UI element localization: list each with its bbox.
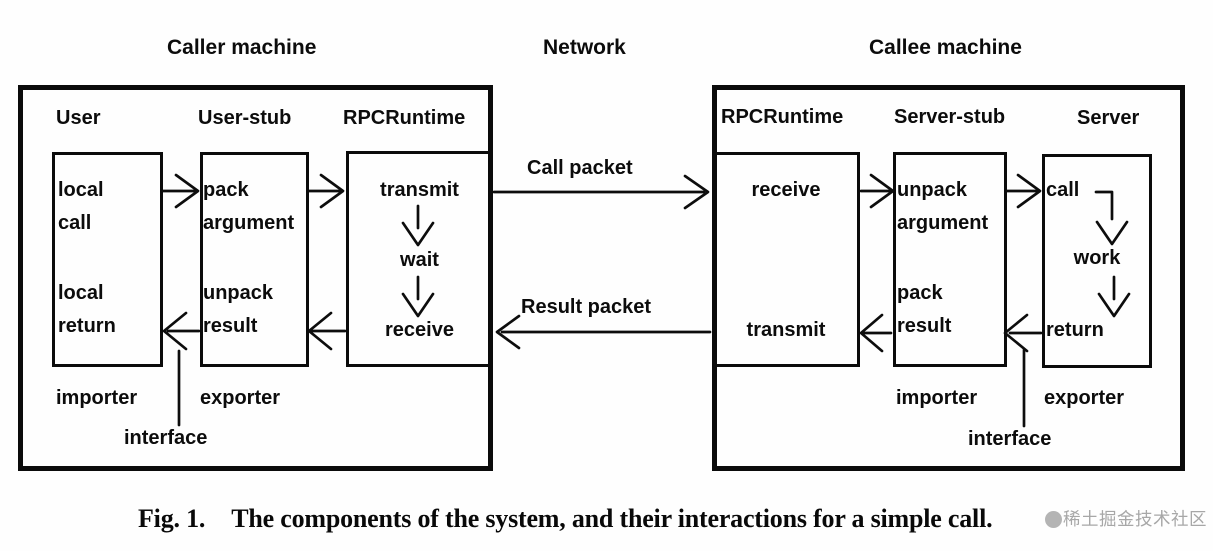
- caller-importer-label: importer: [56, 387, 138, 409]
- watermark-logo-icon: [1045, 511, 1062, 528]
- callee-machine-label: Callee machine: [869, 36, 1022, 59]
- figure-caption: Fig. 1. The components of the system, and…: [138, 504, 993, 534]
- pack-result-text: pack result: [897, 282, 952, 337]
- wait-text: wait: [400, 249, 439, 271]
- call-text: call: [1046, 179, 1080, 201]
- local-return-text: local return: [58, 282, 116, 337]
- callee-header-server-stub: Server-stub: [894, 106, 1006, 128]
- user-stub-box: [200, 152, 309, 367]
- caller-interface-label: interface: [124, 427, 208, 449]
- caller-exporter-label: exporter: [200, 387, 281, 409]
- pack-argument-text: pack argument: [203, 179, 295, 234]
- caller-rpcruntime-box: [346, 151, 493, 367]
- caller-header-rpcruntime: RPCRuntime: [343, 107, 466, 129]
- callee-receive-text: receive: [751, 179, 821, 201]
- caller-machine-label: Caller machine: [167, 36, 317, 59]
- figure-caption-text: The components of the system, and their …: [231, 504, 993, 533]
- callee-header-rpcruntime: RPCRuntime: [721, 106, 844, 128]
- local-call-text: local call: [58, 179, 104, 234]
- unpack-argument-text: unpack argument: [897, 179, 989, 234]
- callee-exporter-label: exporter: [1044, 387, 1125, 409]
- transmit-text: transmit: [380, 179, 459, 201]
- watermark-text: 稀土掘金技术社区: [1063, 509, 1207, 529]
- figure-number: Fig. 1.: [138, 504, 206, 533]
- watermark: 稀土掘金技术社区: [1045, 508, 1207, 530]
- receive-text: receive: [385, 319, 454, 341]
- callee-rpcruntime-box: [712, 152, 860, 367]
- user-box: [52, 152, 163, 367]
- caller-header-user: User: [56, 107, 101, 129]
- server-box: [1042, 154, 1152, 368]
- return-text: return: [1046, 319, 1104, 341]
- network-label: Network: [543, 36, 626, 59]
- unpack-result-text: unpack result: [203, 282, 274, 337]
- call-packet-arrow-icon: [492, 174, 710, 210]
- callee-header-server: Server: [1077, 107, 1140, 129]
- callee-interface-label: interface: [968, 428, 1052, 450]
- result-packet-label: Result packet: [521, 296, 652, 318]
- call-packet-label: Call packet: [527, 157, 633, 179]
- server-stub-box: [893, 152, 1007, 367]
- callee-importer-label: importer: [896, 387, 978, 409]
- caller-header-user-stub: User-stub: [198, 107, 292, 129]
- result-packet-arrow-icon: [495, 314, 712, 350]
- work-text: work: [1073, 247, 1121, 269]
- callee-transmit-text: transmit: [746, 319, 826, 341]
